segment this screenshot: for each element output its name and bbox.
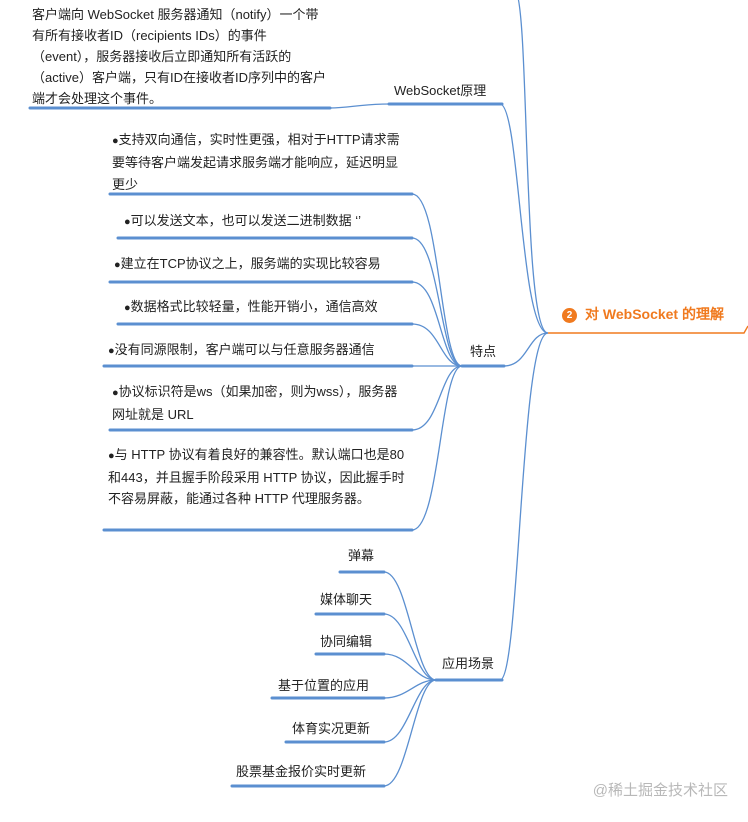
feature-item-1-text: 支持双向通信，实时性更强，相对于HTTP请求需要等待客户端发起请求服务端才能响应…: [112, 129, 408, 196]
feature-item-2[interactable]: 可以发送文本，也可以发送二进制数据 ‘’: [124, 210, 361, 233]
feature-item-5[interactable]: 没有同源限制，客户端可以与任意服务器通信: [108, 339, 375, 362]
scenario-item-5[interactable]: 体育实况更新: [292, 718, 370, 739]
feature-item-3-text: 建立在TCP协议之上，服务端的实现比较容易: [114, 253, 381, 276]
scenario-item-4[interactable]: 基于位置的应用: [278, 675, 369, 696]
link-root-principle: [499, 103, 549, 334]
root-label: 对 WebSocket 的理解: [585, 306, 724, 322]
link-root-offtop: [517, 0, 549, 334]
link-feature-1: [411, 193, 463, 367]
root-number-badge: 2: [562, 308, 577, 323]
feature-item-1[interactable]: 支持双向通信，实时性更强，相对于HTTP请求需要等待客户端发起请求服务端才能响应…: [112, 129, 408, 196]
principle-description[interactable]: 客户端向 WebSocket 服务器通知（notify）一个带有所有接收者ID（…: [32, 4, 330, 109]
scenario-item-1[interactable]: 弹幕: [348, 545, 374, 566]
feature-item-2-text: 可以发送文本，也可以发送二进制数据 ‘’: [124, 210, 361, 233]
link-feature-3: [411, 281, 463, 367]
link-feature-7: [411, 365, 463, 531]
link-feature-4: [411, 323, 463, 367]
link-root-scenarios: [499, 332, 549, 681]
branch-scenarios-label: 应用场景: [442, 656, 495, 671]
root-underline: [548, 325, 748, 334]
branch-principle[interactable]: WebSocket原理: [394, 80, 486, 101]
feature-item-6[interactable]: 协议标识符是ws（如果加密，则为wss），服务器网址就是 URL: [112, 381, 408, 426]
scenario-item-2[interactable]: 媒体聊天: [320, 589, 372, 610]
link-feature-2: [411, 237, 463, 367]
feature-item-3[interactable]: 建立在TCP协议之上，服务端的实现比较容易: [114, 253, 381, 276]
watermark: @稀土掘金技术社区: [592, 782, 728, 799]
scenario-item-5-text: 体育实况更新: [292, 721, 371, 736]
scenario-item-6[interactable]: 股票基金报价实时更新: [236, 761, 366, 782]
link-scn-6: [383, 679, 437, 787]
feature-item-4-text: 数据格式比较轻量，性能开销小，通信高效: [124, 296, 378, 319]
scenario-item-2-text: 媒体聊天: [320, 592, 373, 607]
principle-description-text: 客户端向 WebSocket 服务器通知（notify）一个带有所有接收者ID（…: [32, 7, 326, 106]
scenario-item-3-text: 协同编辑: [320, 634, 373, 649]
feature-item-7[interactable]: 与 HTTP 协议有着良好的兼容性。默认端口也是80和443，并且握手阶段采用 …: [108, 444, 408, 509]
link-scn-5: [383, 679, 437, 743]
branch-scenarios[interactable]: 应用场景: [442, 653, 494, 674]
link-root-features: [503, 332, 549, 367]
branch-features-label: 特点: [470, 344, 497, 359]
scenario-item-4-text: 基于位置的应用: [278, 678, 370, 693]
root-node[interactable]: 2 对 WebSocket 的理解: [562, 304, 724, 325]
scenario-item-3[interactable]: 协同编辑: [320, 631, 372, 652]
link-principle-desc: [329, 103, 390, 109]
feature-item-7-text: 与 HTTP 协议有着良好的兼容性。默认端口也是80和443，并且握手阶段采用 …: [108, 444, 408, 509]
link-feature-6: [411, 365, 463, 431]
scenario-item-6-text: 股票基金报价实时更新: [236, 764, 367, 779]
feature-item-6-text: 协议标识符是ws（如果加密，则为wss），服务器网址就是 URL: [112, 381, 408, 426]
scenario-item-1-text: 弹幕: [348, 548, 375, 563]
link-scn-3: [383, 653, 437, 681]
link-scn-1: [383, 571, 437, 681]
link-scn-4: [383, 679, 437, 699]
link-scn-2: [383, 613, 437, 681]
feature-item-5-text: 没有同源限制，客户端可以与任意服务器通信: [108, 339, 375, 362]
feature-item-4[interactable]: 数据格式比较轻量，性能开销小，通信高效: [124, 296, 378, 319]
branch-features[interactable]: 特点: [470, 341, 496, 362]
branch-principle-label: WebSocket原理: [394, 83, 487, 98]
